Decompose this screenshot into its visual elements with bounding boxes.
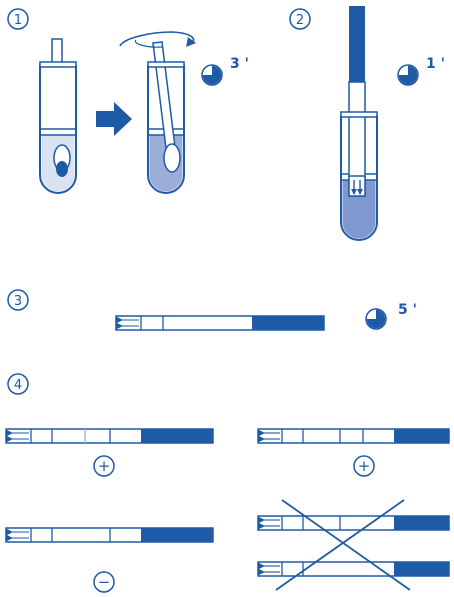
positive-sign-b: + [354,456,374,476]
step-3-time: 5 ' [398,302,417,318]
svg-text:+: + [98,457,111,475]
invalid-strip-1 [258,516,449,530]
positive-sign-a: + [94,456,114,476]
result-negative: − [6,528,213,592]
swab-head [56,161,68,177]
step-2-number: 2 [296,13,304,28]
step-3-number: 3 [14,294,22,309]
svg-text:−: − [98,573,111,591]
timer-5min: 5 ' [366,302,417,329]
result-positive-b: + [258,429,449,476]
tube-rotating-swab [120,32,196,193]
result-invalid [258,500,449,590]
timer-3min: 3 ' [202,56,249,85]
tube-with-swab [40,39,76,193]
result-positive-a: + [6,429,213,476]
svg-text:+: + [358,457,371,475]
step-1-number: 1 [14,13,22,28]
dipstick-handle [349,6,365,82]
right-arrow-icon [96,102,132,136]
test-strip-step-3 [116,316,324,330]
step-3: 3 5 ' [8,290,417,330]
step-1-badge: 1 [8,9,28,29]
step-4: 4 + [6,374,449,592]
tube-with-dipstick [341,6,377,240]
step-2-time: 1 ' [426,56,445,72]
step-2: 2 1 ' [290,6,445,240]
invalid-strip-2 [258,562,449,576]
negative-sign: − [94,572,114,592]
step-2-badge: 2 [290,9,310,29]
step-1: 1 [8,9,249,193]
timer-1min: 1 ' [398,56,445,85]
step-3-badge: 3 [8,290,28,310]
step-4-number: 4 [14,378,22,393]
step-4-badge: 4 [8,374,28,394]
step-1-time: 3 ' [230,56,249,72]
